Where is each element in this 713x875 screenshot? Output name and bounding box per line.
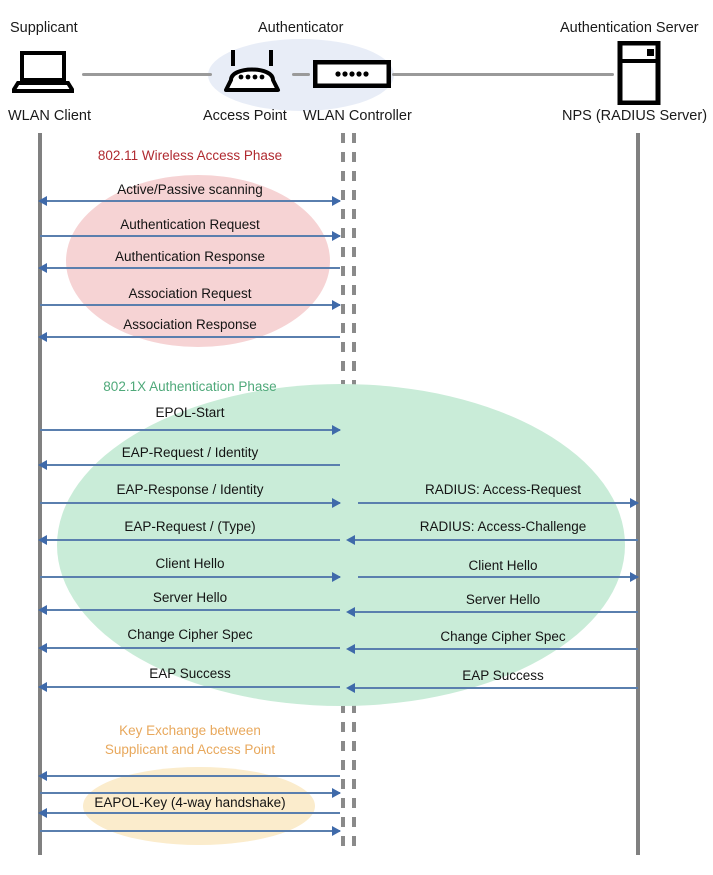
arrowhead-right-icon: [332, 498, 341, 508]
phase-label-802-11: 802.11 Wireless Access Phase: [97, 148, 283, 163]
role-title-supplicant: Supplicant: [10, 20, 78, 36]
message-label: RADIUS: Access-Request: [424, 482, 582, 497]
message-label: Server Hello: [152, 590, 228, 605]
role-title-authentication-server: Authentication Server: [560, 20, 699, 36]
message-line: [44, 812, 340, 814]
message-line: [44, 267, 340, 269]
message-line: [40, 304, 340, 306]
actor-label-wlan-controller: WLAN Controller: [303, 108, 412, 124]
arrowhead-right-icon: [630, 498, 639, 508]
message-label: EAPOL-Key (4-way handshake): [94, 795, 286, 810]
message-line: [358, 576, 638, 578]
message-line: [40, 792, 340, 794]
arrowhead-left-icon: [346, 644, 355, 654]
message-label: Client Hello: [468, 558, 538, 573]
message-line: [44, 775, 340, 777]
message-label: EAP-Response / Identity: [116, 482, 264, 497]
arrowhead-left-icon: [346, 683, 355, 693]
message-line: [352, 648, 638, 650]
message-line: [44, 200, 340, 202]
arrowhead-left-icon: [38, 771, 47, 781]
phase-label-802-1x: 802.1X Authentication Phase: [103, 379, 277, 394]
message-label: Change Cipher Spec: [127, 627, 253, 642]
phase-blob-802-11: [66, 175, 330, 347]
arrowhead-right-icon: [332, 425, 341, 435]
message-label: Association Response: [123, 317, 257, 332]
message-label: Authentication Response: [114, 249, 266, 264]
arrowhead-right-icon: [332, 196, 341, 206]
arrowhead-left-icon: [346, 535, 355, 545]
message-line: [352, 611, 638, 613]
message-label: Association Request: [128, 286, 252, 301]
message-line: [352, 539, 638, 541]
message-label: Server Hello: [465, 592, 541, 607]
message-label: EAP-Request / Identity: [121, 445, 259, 460]
actor-label-wlan-client: WLAN Client: [8, 108, 91, 124]
message-line: [40, 830, 340, 832]
link-controller-to-nps: [392, 73, 614, 76]
message-label: EAP Success: [462, 668, 544, 683]
lifeline-nps: [636, 133, 640, 855]
actor-label-access-point: Access Point: [203, 108, 287, 124]
message-line: [44, 609, 340, 611]
link-client-to-ap: [82, 73, 212, 76]
access-point-icon: [216, 46, 288, 99]
message-label: EAP-Request / (Type): [124, 519, 256, 534]
message-label: Authentication Request: [120, 217, 260, 232]
message-line: [40, 576, 340, 578]
phase-label-key-exchange-line1: Key Exchange between: [119, 723, 261, 738]
message-label: EPOL-Start: [155, 405, 225, 420]
arrowhead-right-icon: [332, 572, 341, 582]
arrowhead-left-icon: [38, 535, 47, 545]
message-line: [40, 429, 340, 431]
message-line: [358, 502, 638, 504]
phase-label-key-exchange-line2: Supplicant and Access Point: [104, 742, 276, 757]
message-label: EAP Success: [149, 666, 231, 681]
arrowhead-left-icon: [38, 332, 47, 342]
arrowhead-left-icon: [38, 808, 47, 818]
message-line: [44, 686, 340, 688]
arrowhead-left-icon: [38, 605, 47, 615]
wlan-controller-icon: [312, 59, 392, 93]
arrowhead-left-icon: [38, 196, 47, 206]
arrowhead-right-icon: [332, 300, 341, 310]
phase-blob-802-1x: [57, 384, 625, 706]
message-line: [44, 539, 340, 541]
arrowhead-left-icon: [38, 263, 47, 273]
server-icon: [617, 40, 661, 110]
laptop-icon: [9, 50, 77, 99]
lifeline-supplicant: [38, 133, 42, 855]
phase-blob-key-exchange: [83, 767, 315, 845]
message-line: [352, 687, 638, 689]
message-line: [44, 647, 340, 649]
arrowhead-left-icon: [38, 682, 47, 692]
arrowhead-left-icon: [38, 460, 47, 470]
message-line: [44, 464, 340, 466]
arrowhead-left-icon: [38, 643, 47, 653]
message-line: [40, 502, 340, 504]
message-label: Active/Passive scanning: [117, 182, 263, 197]
message-label: Client Hello: [155, 556, 225, 571]
message-label: Change Cipher Spec: [440, 629, 566, 644]
message-line: [44, 336, 340, 338]
arrowhead-left-icon: [346, 607, 355, 617]
link-ap-to-controller: [292, 73, 310, 76]
arrowhead-right-icon: [332, 788, 341, 798]
actor-label-nps: NPS (RADIUS Server): [562, 108, 708, 124]
message-label: RADIUS: Access-Challenge: [419, 519, 587, 534]
role-title-authenticator: Authenticator: [258, 20, 344, 36]
arrowhead-right-icon: [332, 826, 341, 836]
arrowhead-right-icon: [332, 231, 341, 241]
arrowhead-right-icon: [630, 572, 639, 582]
message-line: [40, 235, 340, 237]
